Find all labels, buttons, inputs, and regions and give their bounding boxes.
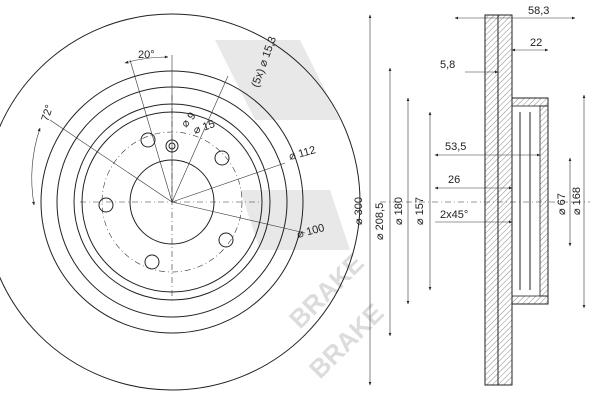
- bolt-hole: [140, 132, 156, 148]
- angle-arc-72: [31, 127, 41, 206]
- label-67: ⌀ 67: [556, 193, 568, 215]
- label-angle-20: 20°: [138, 49, 155, 61]
- bolt-hole: [144, 254, 160, 270]
- angle-arc-20: [124, 55, 169, 64]
- hat-face: [539, 105, 549, 297]
- watermark-logo-shape-2: [240, 190, 350, 250]
- disc-outer-circle: [0, 13, 361, 391]
- label-dia-112: ⌀ 112: [288, 144, 317, 163]
- label-angle-72: 72°: [39, 103, 56, 123]
- angle-ray-left: [49, 119, 173, 203]
- label-53-5: 53,5: [445, 141, 466, 153]
- hat-wall-bottom: [511, 295, 549, 305]
- leader-line-112: [171, 162, 286, 203]
- label-208-5: ⌀ 208,5: [374, 203, 386, 240]
- angle-ray: [129, 59, 173, 203]
- label-157: ⌀ 157: [414, 197, 426, 225]
- bolt-hole: [218, 232, 234, 248]
- label-chamfer: 2x45°: [440, 209, 468, 221]
- hat-wall-top: [511, 97, 549, 107]
- label-26: 26: [448, 174, 460, 186]
- bolt-hole: [98, 197, 114, 213]
- label-58-3: 58,3: [528, 5, 549, 17]
- leader-line-100: [171, 201, 306, 234]
- label-180: ⌀ 180: [393, 197, 405, 225]
- bolt-hole: [214, 150, 230, 166]
- section-view: 58,3 22 5,8 ⌀ 300 ⌀ 208,5 ⌀ 180 ⌀ 157 53…: [353, 5, 590, 386]
- leader-line: [171, 75, 229, 203]
- label-168: ⌀ 168: [571, 187, 583, 215]
- watermark-logo-shape: [215, 40, 340, 120]
- label-5-8: 5,8: [440, 59, 455, 71]
- label-22: 22: [530, 37, 542, 49]
- front-view: 20° 72° ⌀ 9 ⌀ 15 (5x) ⌀ 15,3 ⌀ 112 ⌀ 100: [0, 13, 361, 391]
- label-300: ⌀ 300: [353, 197, 365, 225]
